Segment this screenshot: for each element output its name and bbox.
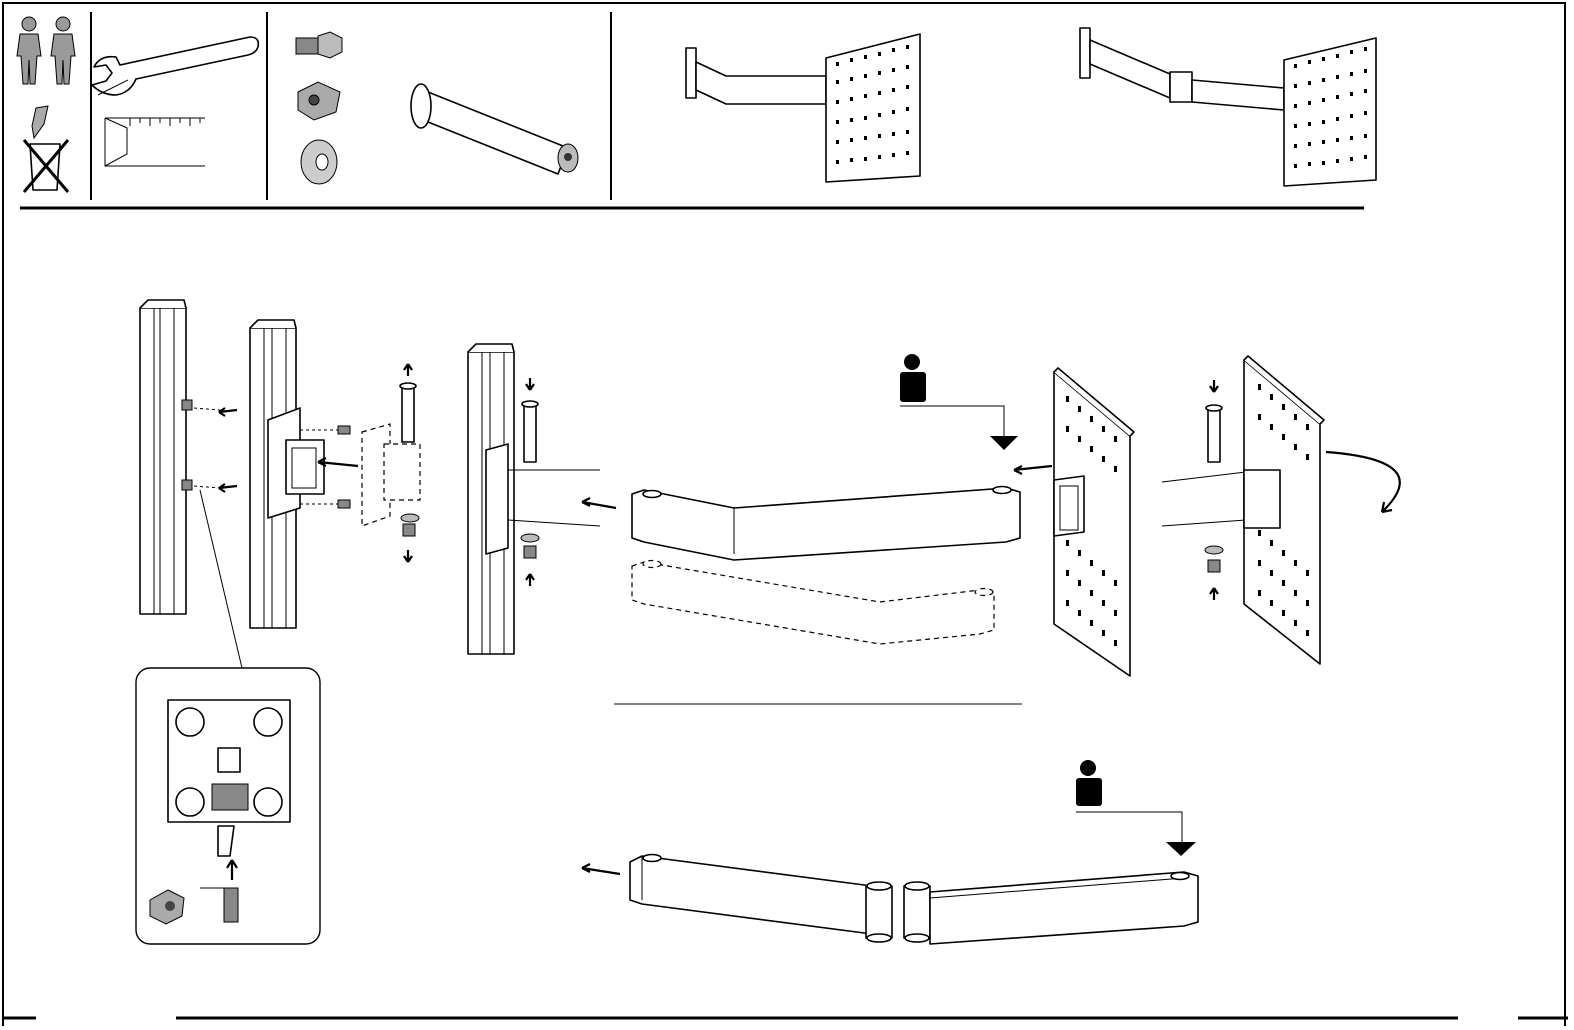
single-arm-panel-variant [686, 34, 920, 182]
aluminium-profile-c [468, 344, 616, 654]
double-arm-panel-variant [1080, 28, 1376, 186]
arm-segment-solid [632, 487, 1020, 561]
aluminium-profile-a [140, 300, 237, 614]
arm-segment-dashed [632, 561, 994, 645]
t-slot-nut-icon [298, 82, 340, 120]
aluminium-profile-b [250, 320, 358, 628]
perforated-panel-left [1054, 368, 1134, 676]
wrench-icon [92, 37, 258, 95]
arrow-left-panel [1014, 466, 1052, 474]
do-not-discard-packaging-icon [24, 106, 68, 192]
arrow-left-double-arm [582, 864, 620, 874]
hex-bolt-icon [296, 32, 342, 58]
t-slot-nut-detail-icon [136, 668, 320, 944]
weight-load-icon [900, 354, 1018, 450]
detail-leader [200, 490, 242, 668]
double-arm-assembly [630, 855, 1198, 945]
measuring-ruler-icon [105, 118, 205, 166]
two-persons-icon [17, 17, 75, 84]
washer-icon [301, 140, 337, 184]
perforated-panel-right [1162, 356, 1400, 664]
rotate-arrow [1326, 452, 1400, 512]
pivot-pin-icon [411, 84, 578, 174]
bracket-exploded [362, 364, 420, 562]
weight-load-icon-2 [1076, 760, 1196, 856]
